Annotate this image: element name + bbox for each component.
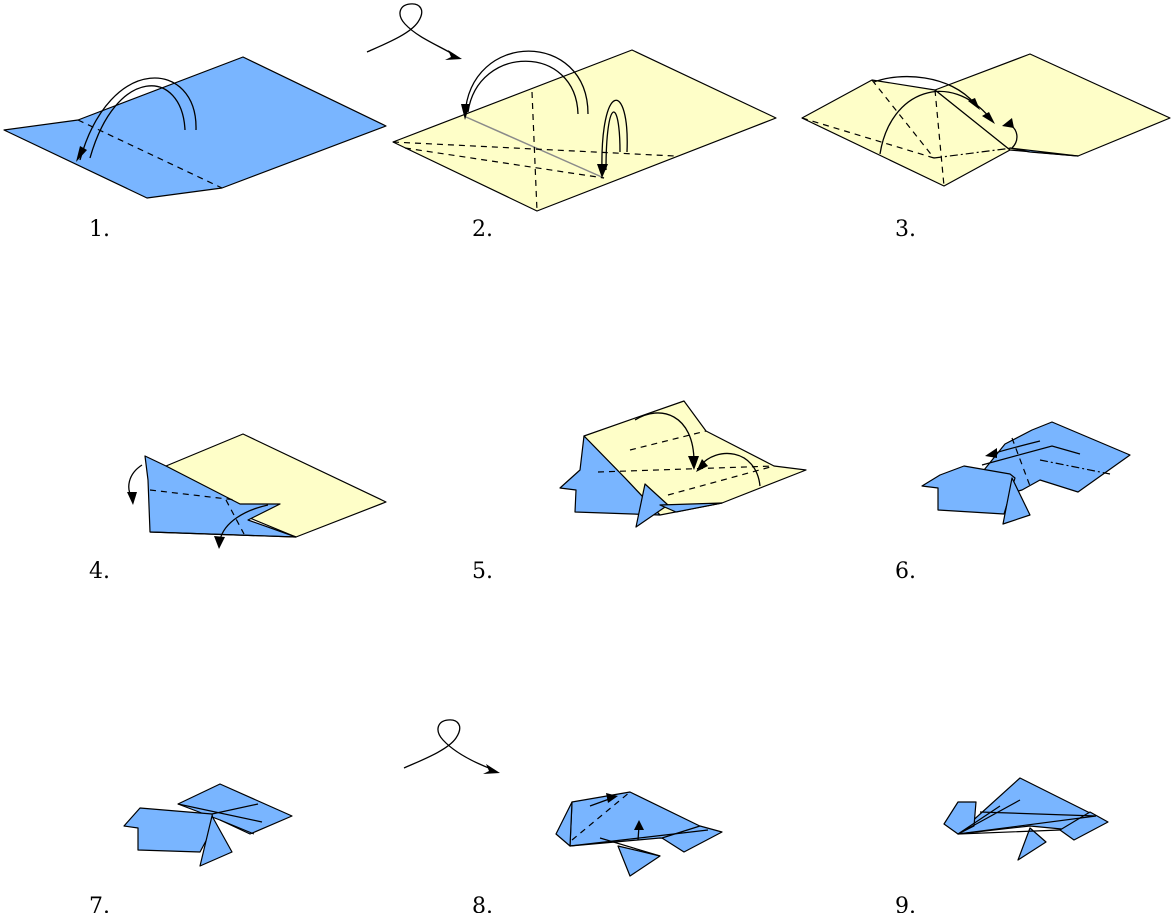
step-9-label: 9. [895, 894, 916, 913]
step-4-paper-front [144, 455, 297, 538]
step-4: 4. [89, 433, 387, 584]
step-6-label: 6. [895, 559, 916, 584]
step-4-label: 4. [89, 559, 110, 584]
step-8-bottom-flap [617, 845, 661, 877]
step-7-line [177, 803, 263, 835]
step-2-small-fold-arrow-icon [597, 99, 628, 178]
step-2-valley-fold-line-a [392, 141, 676, 157]
step-1-fold-arrow-icon [76, 77, 197, 162]
step-9-line [957, 799, 1097, 835]
step-5-valley-fold-line-c [629, 430, 707, 451]
step-3-valley-fold-line-a [801, 117, 935, 159]
step-9-right-flap [1059, 811, 1109, 841]
step-3: 3. [801, 53, 1171, 242]
step-3-mountain-fold-line [933, 147, 1013, 159]
step-8-line [569, 829, 709, 857]
step-3-paper-front [801, 79, 1011, 187]
step-7-label: 7. [89, 894, 110, 913]
step-6-left-flap [921, 465, 1016, 515]
step-7-bottom-flap [199, 815, 233, 867]
step-9-bottom-flap [1017, 827, 1047, 861]
step-6-line [981, 445, 1081, 466]
step-8-arrow-icon-b [634, 820, 644, 841]
step-1-label: 1. [89, 217, 110, 242]
step-6-bottom-flap [1002, 477, 1031, 525]
step-3-paper-blue-edge [1009, 147, 1079, 157]
step-2-valley-fold-line-b [531, 91, 538, 212]
step-7-left-flap [123, 807, 215, 853]
step-2-paper [392, 49, 777, 212]
step-3-fold-arrow-icon-c [1002, 118, 1018, 149]
step-1-paper [3, 56, 387, 199]
step-5-fold-arrow-icon-b [696, 452, 761, 487]
step-6: 6. [895, 421, 1131, 584]
step-3-valley-fold-line-c [934, 89, 945, 187]
step-1: 1. [3, 56, 387, 242]
step-2-crease-line [465, 116, 605, 179]
step-8-arrow-icon-a [589, 793, 618, 807]
step-7: 7. [89, 783, 293, 913]
step-3-valley-fold-line-b [871, 79, 935, 159]
step-2-valley-fold-line-c [404, 147, 605, 179]
step-1-valley-fold-line [77, 119, 223, 189]
step-5-fold-arrow-icon-a [634, 412, 699, 470]
step-8-label: 8. [472, 894, 493, 913]
step-5-edge [659, 502, 723, 513]
step-6-fold-arrow-icon [985, 440, 1041, 458]
step-3-fold-arrow-icon-b [873, 75, 980, 110]
step-5-label: 5. [472, 559, 493, 584]
step-4-valley-fold-line-a [149, 489, 237, 501]
step-5-bottom-flap [635, 483, 669, 528]
step-6-mountain-fold-line [1039, 459, 1111, 475]
step-8: 8. [472, 791, 723, 913]
step-8-valley-fold-line [571, 791, 631, 841]
step-9: 9. [895, 777, 1109, 913]
step-5-left-flap [559, 435, 661, 516]
step-5: 5. [472, 400, 807, 584]
step-2-label: 2. [472, 217, 493, 242]
step-3-label: 3. [895, 217, 916, 242]
turn-over-icon-2 [403, 719, 500, 774]
step-2-fold-arrow-icon [461, 50, 589, 120]
step-2: 2. [392, 49, 777, 242]
step-4-line [149, 531, 297, 538]
step-8-left-flap [555, 801, 573, 847]
step-5-valley-fold-line-a [597, 465, 775, 473]
step-4-fold-arrow-icon-a [127, 464, 143, 505]
step-6-valley-fold-line [1011, 437, 1031, 487]
turn-over-icon [366, 3, 462, 60]
step-4-fold-arrow-icon-b [214, 504, 269, 549]
